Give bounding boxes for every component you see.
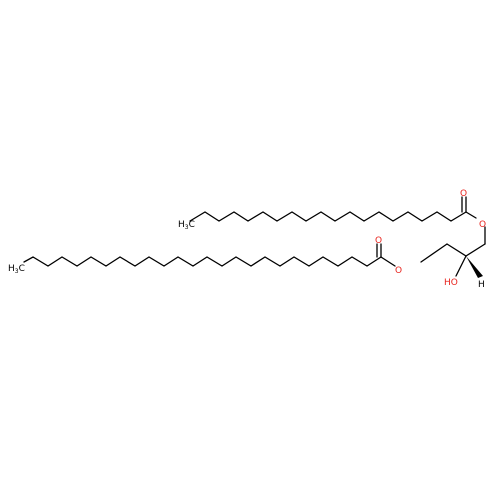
methyl-label-top: H3C <box>178 220 195 231</box>
glycerol-backbone <box>420 243 486 278</box>
lower-acyl-chain <box>23 243 396 267</box>
hydroxyl-label: HO <box>444 278 458 288</box>
ester-oxygen-bottom: O <box>395 266 402 276</box>
upper-acyl-chain <box>189 196 486 245</box>
stereo-hydrogen-label: H <box>478 280 485 290</box>
atom-labels: H3C H3C O O O O HO H <box>8 189 486 290</box>
stereo-wedge <box>466 256 483 278</box>
carbonyl-oxygen-top: O <box>460 189 467 199</box>
carbonyl-oxygen-bottom: O <box>375 236 382 246</box>
methyl-label-bottom: H3C <box>8 264 25 275</box>
ester-oxygen-top: O <box>479 220 486 230</box>
